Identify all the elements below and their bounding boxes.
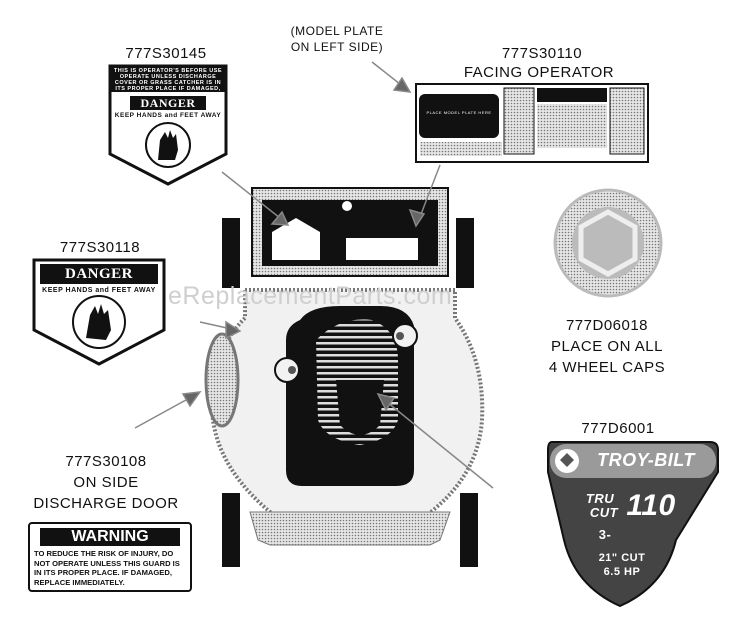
discharge-door-label: DISCHARGE DOOR	[33, 495, 179, 512]
model-name-2: CUT	[589, 505, 619, 520]
on-side-label: ON SIDE	[73, 474, 139, 491]
place-on-all-label: PLACE ON ALL	[551, 338, 663, 355]
troy-bilt-badge	[547, 441, 719, 608]
brand-label: TROY-BILT	[597, 450, 695, 470]
spec-hp: 6.5 HP	[603, 566, 641, 578]
model-plate-note-line2: ON LEFT SIDE)	[290, 40, 384, 54]
danger-decal-small	[108, 64, 228, 186]
wheel-caps-label: 4 WHEEL CAPS	[548, 359, 666, 376]
part-number-777S30110: 777S30110	[501, 45, 583, 62]
part-number-777D6001: 777D6001	[581, 420, 655, 437]
part-number-777S30118: 777S30118	[59, 239, 141, 256]
warning-title: WARNING	[40, 528, 180, 546]
wheel-cap-decal	[553, 188, 663, 298]
rear-right-wheel	[460, 493, 478, 567]
watermark: eReplacementParts.com	[168, 282, 453, 310]
rear-left-wheel	[222, 493, 240, 567]
model-plate-note-line1: (MODEL PLATE	[290, 24, 384, 38]
facing-operator-label: FACING OPERATOR	[463, 64, 615, 81]
danger-small-title: DANGER	[140, 96, 196, 110]
danger-large-title: DANGER	[64, 266, 133, 282]
mower-deck	[204, 187, 485, 567]
part-number-777S30145: 777S30145	[125, 45, 207, 62]
front-right-wheel	[456, 218, 474, 288]
danger-small-subtitle: KEEP HANDS and FEET AWAY	[114, 112, 222, 119]
spec-top: 3-	[598, 527, 612, 542]
model-name-1: TRU	[585, 491, 615, 506]
part-number-777S30108: 777S30108	[65, 453, 147, 470]
part-number-777D06018: 777D06018	[565, 317, 649, 334]
warning-decal: WARNING TO REDUCE THE RISK OF INJURY, DO…	[28, 522, 192, 592]
danger-decal-large	[32, 258, 166, 366]
spec-cut: 21" CUT	[598, 552, 646, 564]
operator-decal	[415, 83, 649, 163]
front-left-wheel	[222, 218, 240, 288]
warning-text: TO REDUCE THE RISK OF INJURY, DO NOT OPE…	[34, 549, 180, 587]
model-plate-text: PLACE MODEL PLATE HERE	[426, 110, 492, 115]
danger-top-small-text: THIS IS OPERATOR'S BEFORE USE OPERATE UN…	[113, 68, 223, 98]
model-number: 110	[626, 489, 676, 522]
leader-arrows	[134, 61, 494, 489]
danger-large-subtitle: KEEP HANDS and FEET AWAY	[42, 287, 156, 294]
